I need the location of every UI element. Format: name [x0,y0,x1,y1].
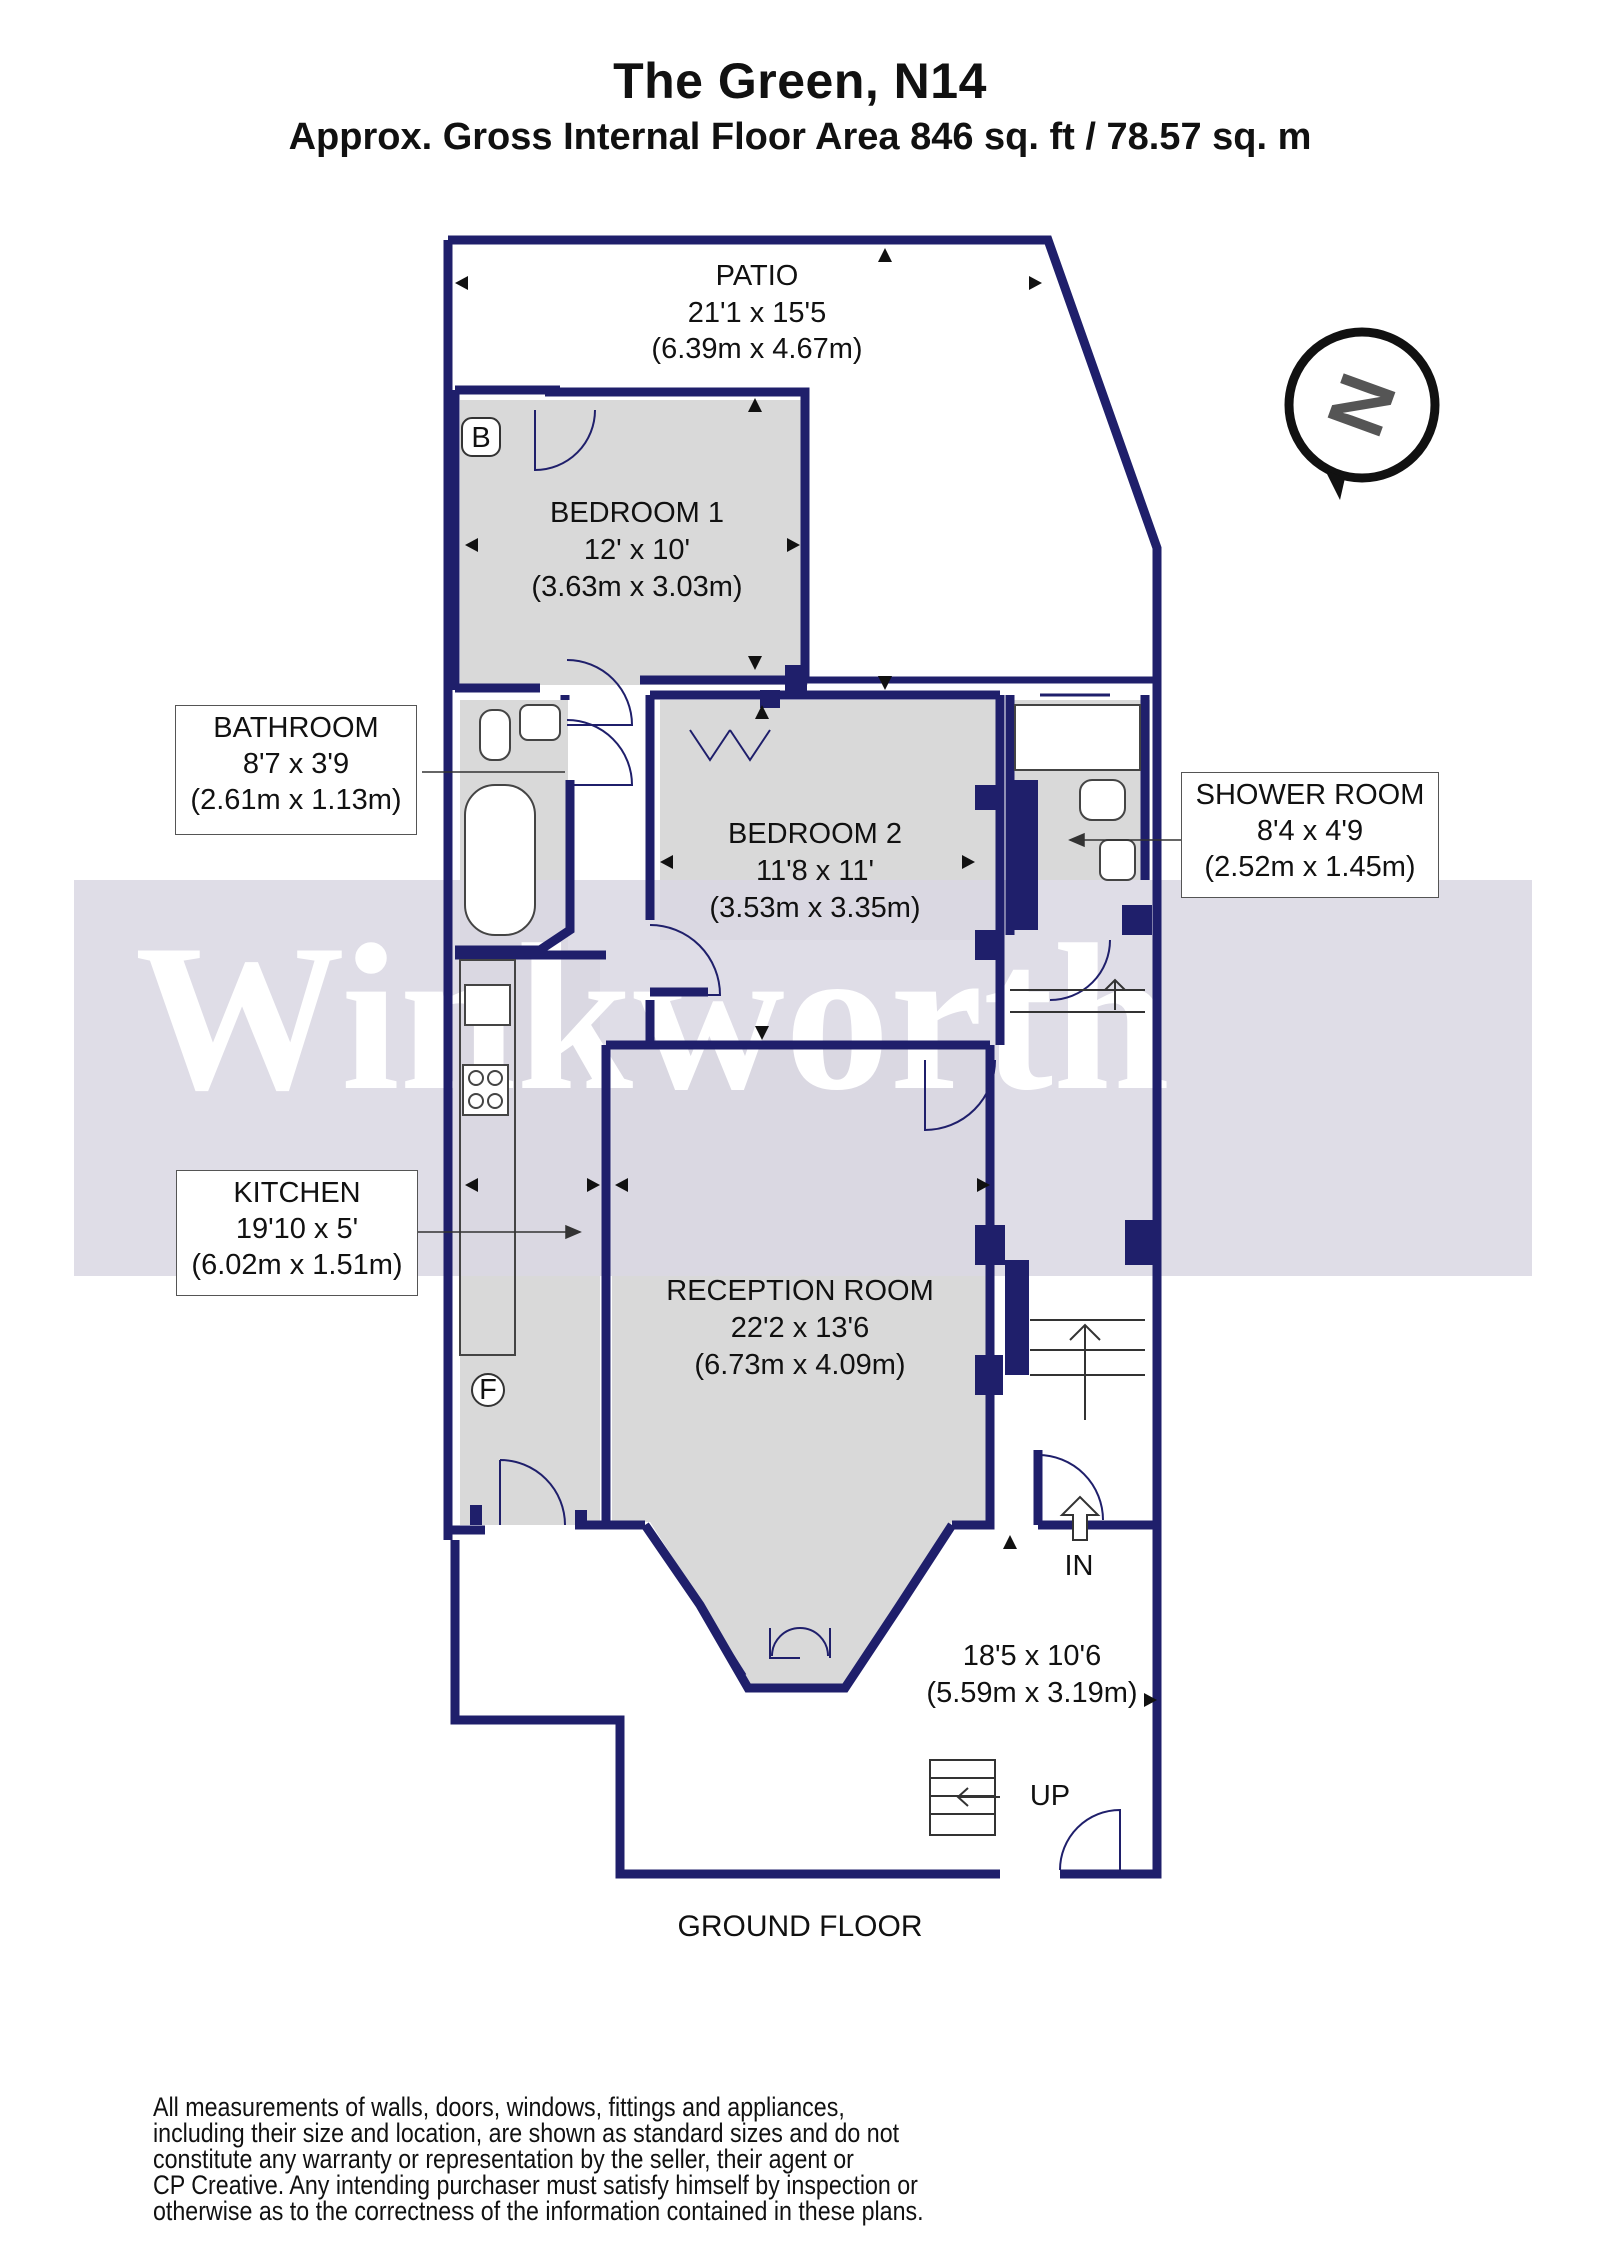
bedroom2-metric: (3.53m x 3.35m) [709,892,920,924]
french-doors [769,1627,831,1659]
wardrobe-doors [689,729,771,762]
door-front [1059,1808,1121,1871]
door-shower [1049,939,1111,1001]
bedroom1-name: BEDROOM 1 [550,497,724,529]
reception-name: RECEPTION ROOM [666,1275,933,1307]
fixtures [459,704,1141,1356]
basin-shower [1099,839,1136,881]
dimension-arrows [455,248,1157,1707]
svg-text:B: B [471,422,490,454]
toilet-shower [1079,779,1126,821]
shower-tray [1014,704,1141,771]
kitchen-label-box: KITCHEN 19'10 x 5' (6.02m x 1.51m) [176,1170,418,1296]
leader-lines [418,771,1185,1240]
shower-room-label-box: SHOWER ROOM 8'4 x 4'9 (2.52m x 1.45m) [1181,772,1439,898]
bathroom-label-box: BATHROOM 8'7 x 3'9 (2.61m x 1.13m) [175,705,417,835]
stairs [929,978,1145,1836]
fridge-symbol: F [471,1373,505,1407]
bedroom1-metric: (3.63m x 3.03m) [531,571,742,603]
patio-name: PATIO [716,260,799,292]
door-hall-bathroom [566,719,634,786]
patio-imperial: 21'1 x 15'5 [688,297,826,329]
worktop [459,959,516,1356]
basin-bathroom [519,704,561,741]
stairs-label: UP [1030,1780,1070,1812]
svg-text:F: F [479,1374,497,1406]
front-imperial: 18'5 x 10'6 [963,1640,1101,1672]
door-bathroom [566,659,634,726]
bedroom2-imperial: 11'8 x 11' [756,855,874,887]
floor-label: GROUND FLOOR [677,1910,923,1943]
walls [443,235,1162,1879]
boiler-symbol: B [461,417,501,457]
front-metric: (5.59m x 3.19m) [926,1677,1137,1709]
door-reception [924,1059,996,1132]
disclaimer: All measurements of walls, doors, window… [153,2092,924,2226]
toilet-bathroom [479,709,511,761]
entrance-arrow [1059,1495,1101,1541]
bedroom2-name: BEDROOM 2 [728,818,902,850]
door-kitchen [499,1459,566,1526]
bath-tub [464,784,536,936]
bedroom1-fill [460,400,808,685]
entrance-label: IN [1065,1550,1094,1582]
doors [499,409,1121,1871]
reception-metric: (6.73m x 4.09m) [694,1349,905,1381]
floor-area-subtitle: Approx. Gross Internal Floor Area 846 sq… [288,116,1312,158]
sink [464,984,511,1026]
door-hall-bedroom2 [649,924,722,996]
room-labels: PATIO 21'1 x 15'5 (6.39m x 4.67m) BEDROO… [531,260,1137,1812]
compass-icon: N [1284,327,1440,500]
door-bedroom1 [534,409,596,472]
plan-title: The Green, N14 [613,53,987,109]
bedroom1-imperial: 12' x 10' [584,534,690,566]
windows [625,390,1110,1690]
reception-imperial: 22'2 x 13'6 [731,1312,869,1344]
door-entrance [1037,1454,1104,1521]
hob [462,1064,509,1116]
patio-metric: (6.39m x 4.67m) [651,333,862,365]
wall-blocks [470,665,1155,1525]
